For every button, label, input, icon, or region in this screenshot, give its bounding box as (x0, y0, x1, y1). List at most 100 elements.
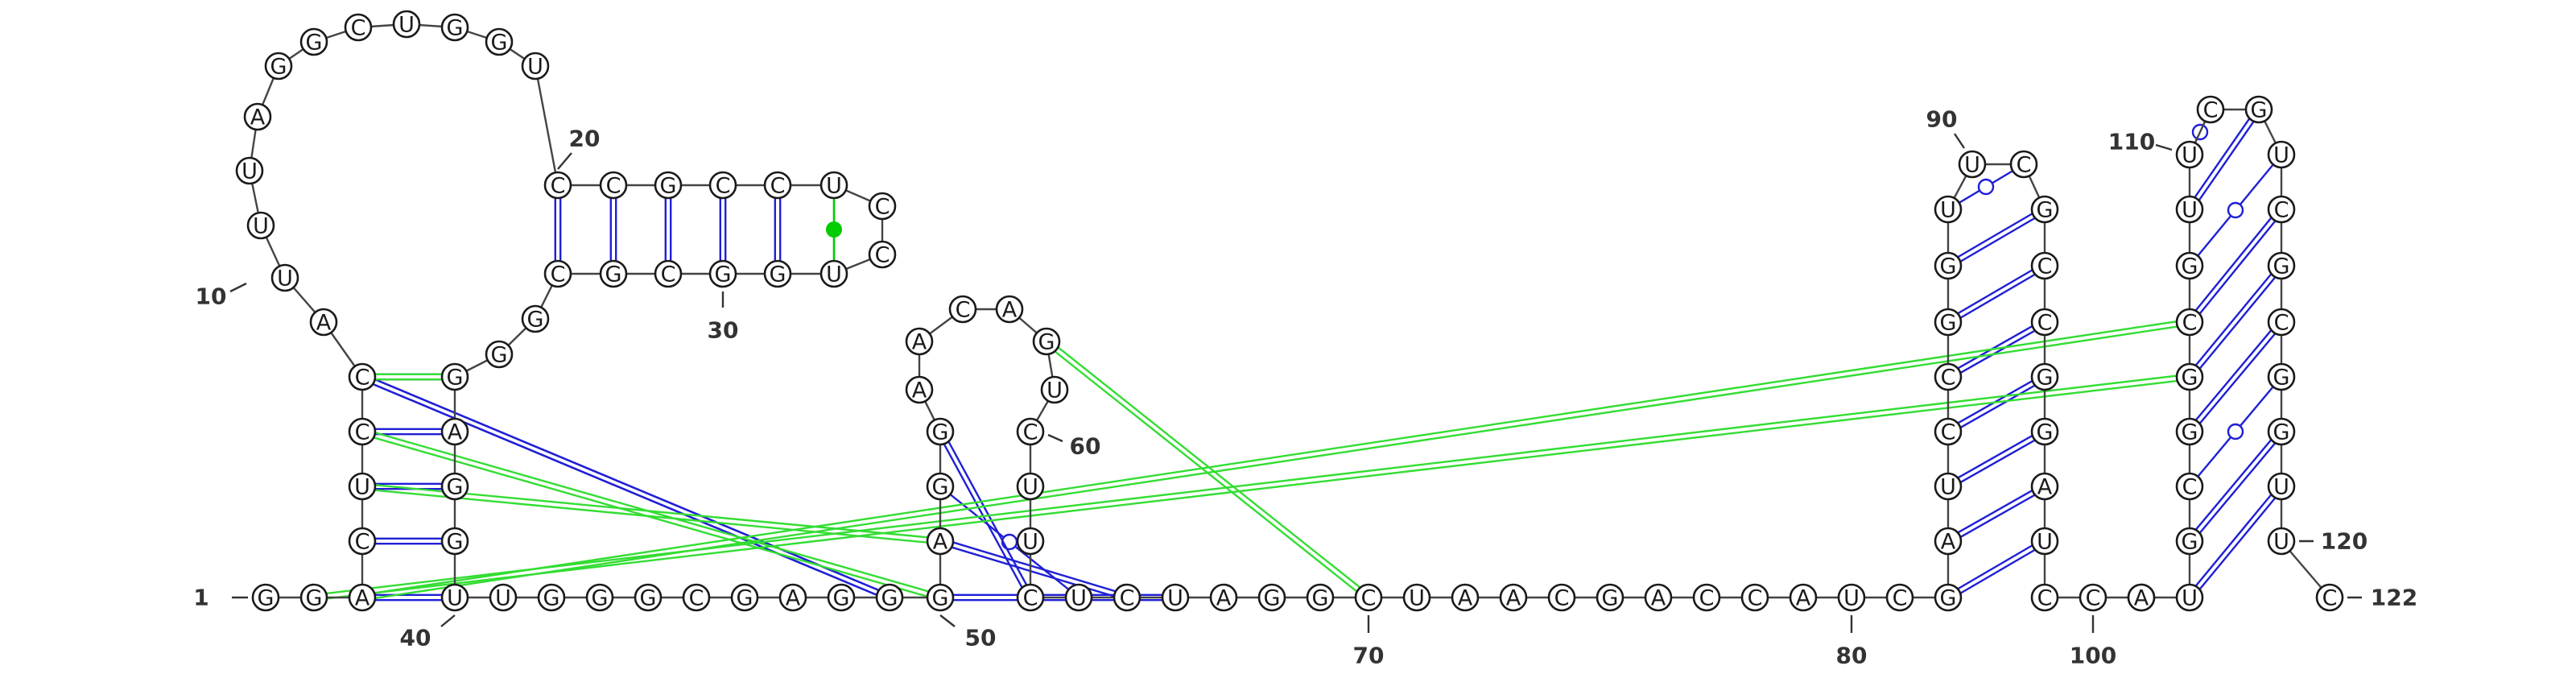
nucleotide-97: A (2030, 472, 2059, 501)
nucleotide-base: A (316, 311, 332, 336)
nucleotide-ring (1306, 583, 1335, 612)
nucleotide-base: U (1843, 586, 1860, 611)
position-label-70: 70 (1353, 643, 1385, 669)
nucleotide-31: C (654, 259, 683, 288)
nucleotide-base: G (660, 174, 677, 199)
base-pair-bond (2186, 484, 2281, 597)
wobble-pair-marker (1977, 178, 1995, 196)
nucleotide-ring (2030, 417, 2059, 446)
nucleotide-base: G (592, 586, 609, 611)
nucleotide-21: C (599, 171, 628, 200)
nucleotide-ring (2030, 472, 2059, 501)
nucleotide-ring (654, 171, 683, 200)
nucleotide-ring (926, 527, 955, 556)
nucleotide-base: U (277, 267, 293, 292)
nucleotide-base: C (1893, 586, 1908, 611)
nucleotide-base: G (1038, 330, 1055, 355)
base-pair-bond (1948, 432, 2047, 490)
nucleotide-base: C (2274, 311, 2289, 336)
nucleotide-base: A (933, 530, 948, 555)
nucleotide-71: U (1402, 583, 1431, 612)
backbone-segment (534, 65, 559, 186)
nucleotide-87: G (1934, 308, 1963, 337)
nucleotide-ring (1934, 417, 1963, 446)
nucleotide-118: G (2267, 362, 2296, 391)
nucleotide-ring (2175, 251, 2204, 280)
nucleotide-15: C (344, 13, 373, 42)
nucleotide-65: C (1113, 583, 1141, 612)
nucleotide-6: C (348, 417, 377, 446)
nucleotide-ring (2175, 472, 2204, 501)
nucleotide-ring (763, 259, 792, 288)
nucleotide-106: G (2175, 417, 2204, 446)
nucleotide-base: U (826, 174, 842, 199)
nucleotide-base: A (1651, 586, 1666, 611)
base-pair-bond (1946, 206, 2044, 265)
nucleotide-base: G (932, 586, 949, 611)
nucleotide-83: A (1934, 527, 1963, 556)
nucleotide-99: C (2030, 583, 2059, 612)
position-tick (440, 614, 456, 627)
nucleotide-base: U (1071, 586, 1087, 611)
nucleotide-59: U (1040, 375, 1069, 404)
nucleotide-ring (543, 259, 572, 288)
nucleotide-ring (2175, 140, 2204, 169)
nucleotide-46: G (730, 583, 759, 612)
nucleotide-ring (485, 340, 514, 369)
nucleotide-base: U (354, 475, 370, 500)
nucleotide-base: U (2182, 586, 2198, 611)
nucleotide-91: C (2009, 150, 2038, 179)
nucleotide-ring (543, 171, 572, 200)
nucleotide-ring (868, 240, 897, 269)
nucleotide-base: U (1046, 378, 1063, 403)
nucleotide-base: G (258, 586, 275, 611)
nucleotide-41: U (489, 583, 518, 612)
bond-layer (313, 107, 2285, 602)
position-label-110: 110 (2108, 129, 2155, 155)
nucleotide-base: G (2182, 420, 2198, 445)
nucleotide-43: G (585, 583, 614, 612)
nucleotide-9: U (270, 263, 299, 292)
nucleotide-base: U (2273, 143, 2289, 168)
base-pair-bond (1948, 323, 2047, 380)
nucleotide-base: C (1699, 586, 1715, 611)
nucleotide-82: G (1934, 583, 1963, 612)
nucleotide-ring (1016, 472, 1045, 501)
nucleotide-39: G (440, 527, 469, 556)
nucleotide-63: C (1016, 583, 1045, 612)
wobble-pair-marker (1001, 533, 1018, 551)
nucleotide-base: G (2182, 254, 2198, 279)
nucleotide-base: C (2037, 586, 2053, 611)
nucleotide-base: U (1167, 586, 1183, 611)
nucleotide-ring (1451, 583, 1480, 612)
nucleotide-base: C (875, 243, 890, 268)
nucleotide-base: G (1602, 586, 1619, 611)
nucleotide-ring (251, 583, 280, 612)
nucleotide-base: C (1748, 586, 1763, 611)
nucleotide-ring (1113, 583, 1141, 612)
nucleotide-114: U (2267, 140, 2296, 169)
nucleotide-100: C (2079, 583, 2107, 612)
nucleotide-110: U (2175, 195, 2204, 224)
nucleotide-78: C (1740, 583, 1769, 612)
nucleotide-ring (440, 527, 469, 556)
nucleotide-ring (1934, 251, 1963, 280)
position-label-80: 80 (1836, 643, 1868, 669)
nucleotide-2: G (299, 583, 328, 612)
nucleotide-base: C (2203, 98, 2219, 123)
nucleotide-base: C (2274, 198, 2289, 223)
nucleotide-18: G (485, 27, 514, 56)
nucleotide-ring (1934, 362, 1963, 391)
nucleotide-ring (2196, 95, 2225, 124)
nucleotide-ring (2267, 417, 2296, 446)
nucleotide-ring (1596, 583, 1624, 612)
nucleotide-base: U (1022, 530, 1038, 555)
nucleotide-base: G (491, 343, 508, 368)
nucleotide-base: U (2273, 475, 2289, 500)
base-pair-bond (2186, 107, 2258, 209)
nucleotide-ring (1209, 583, 1238, 612)
base-pair-bond (1948, 378, 2047, 435)
nucleotide-base: G (737, 586, 753, 611)
nucleotide-base: U (1940, 475, 1956, 500)
nucleotide-base: C (2037, 254, 2053, 279)
